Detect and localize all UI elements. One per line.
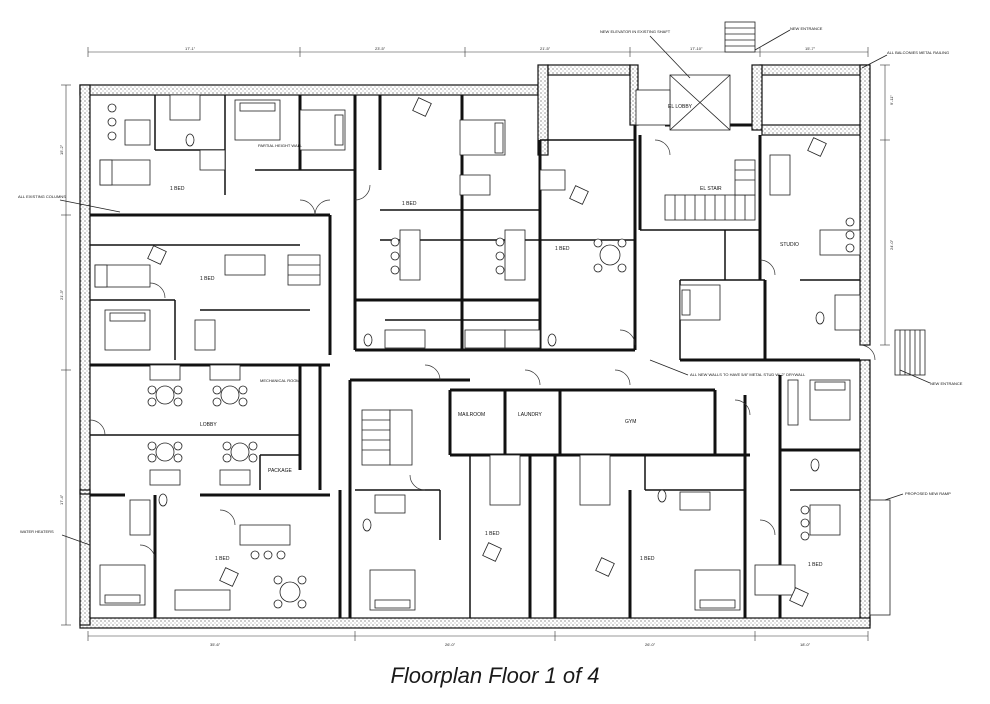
room-label-studio: STUDIO <box>780 242 799 248</box>
dim-left-3: 17'-4" <box>59 494 64 505</box>
bathroom-fixtures <box>129 94 861 536</box>
dim-bottom-4: 18'-0" <box>800 642 811 647</box>
stairs <box>287 159 756 466</box>
note-mechanical-room: MECHANICAL ROOM <box>260 378 300 383</box>
room-label-gym: GYM <box>625 419 636 425</box>
chairs <box>107 97 855 609</box>
sofas <box>94 154 799 611</box>
dim-top-5: 15'-7" <box>805 46 816 51</box>
room-label-mailroom: MAILROOM <box>458 412 485 418</box>
note-new-entrance-top: NEW ENTRANCE <box>790 26 823 31</box>
room-label-el-lobby: EL LOBBY <box>668 104 693 110</box>
elevator-core <box>635 74 731 131</box>
dim-left-1: 15'-2" <box>59 144 64 155</box>
annotation-notes: ALL EXISTING COLUMNS PARTIAL HEIGHT WALL… <box>18 26 963 546</box>
floorplan-drawing: 17'-1" 23'-5" 21'-5" 17'-10" 15'-7" 35'-… <box>18 21 963 647</box>
room-label-1-bed: 1 BED <box>402 201 417 207</box>
room-label-1-bed: 1 BED <box>808 562 823 568</box>
room-label-lobby: LOBBY <box>200 422 217 428</box>
dim-top-1: 17'-1" <box>185 46 196 51</box>
exterior-walls <box>79 64 871 629</box>
dim-right-1: 9'-11" <box>889 95 894 105</box>
dim-bottom-3: 26'-0" <box>645 642 656 647</box>
room-label-1-bed: 1 BED <box>200 276 215 282</box>
room-label-laundry: LAUNDRY <box>518 412 542 418</box>
dim-top-4: 17'-10" <box>690 46 703 51</box>
dim-left-2: 21'-3" <box>59 289 64 300</box>
room-label-1-bed: 1 BED <box>170 186 185 192</box>
dim-right-2: 24'-0" <box>889 239 894 250</box>
dimension-labels: 17'-1" 23'-5" 21'-5" 17'-10" 15'-7" 35'-… <box>59 46 894 647</box>
note-new-elevator: NEW ELEVATOR IN EXISTING SHAFT <box>600 29 671 34</box>
room-label-1-bed: 1 BED <box>215 556 230 562</box>
note-all-balconies: ALL BALCONIES METAL RAILING <box>887 50 949 55</box>
room-label-1-bed: 1 BED <box>640 556 655 562</box>
room-label-1-bed: 1 BED <box>485 531 500 537</box>
note-water-heaters: WATER HEATERS <box>20 529 54 534</box>
room-labels: 1 BED 1 BED LOBBY 1 BED 1 BED 1 BED EL L… <box>170 104 823 568</box>
beds <box>99 99 851 611</box>
dim-top-3: 21'-5" <box>540 46 551 51</box>
note-new-walls: ALL NEW WALLS TO HAVE 5/8" METAL STUD W/… <box>690 372 806 377</box>
dim-bottom-1: 35'-6" <box>210 642 221 647</box>
dim-bottom-2: 26'-0" <box>445 642 456 647</box>
figure-caption: Floorplan Floor 1 of 4 <box>390 663 600 688</box>
note-all-existing-columns: ALL EXISTING COLUMNS <box>18 194 66 199</box>
room-label-package: PACKAGE <box>268 468 292 474</box>
room-label-1-bed: 1 BED <box>555 246 570 252</box>
note-new-entrance-right: NEW ENTRANCE <box>930 381 963 386</box>
room-label-el-stair: EL STAIR <box>700 186 722 192</box>
note-partial-height-wall: PARTIAL HEIGHT WALL <box>258 143 303 148</box>
note-proposed-ramp: PROPOSED NEW RAMP <box>905 491 951 496</box>
dim-top-2: 23'-5" <box>375 46 386 51</box>
door-swings <box>89 139 876 561</box>
ramp <box>724 21 926 616</box>
